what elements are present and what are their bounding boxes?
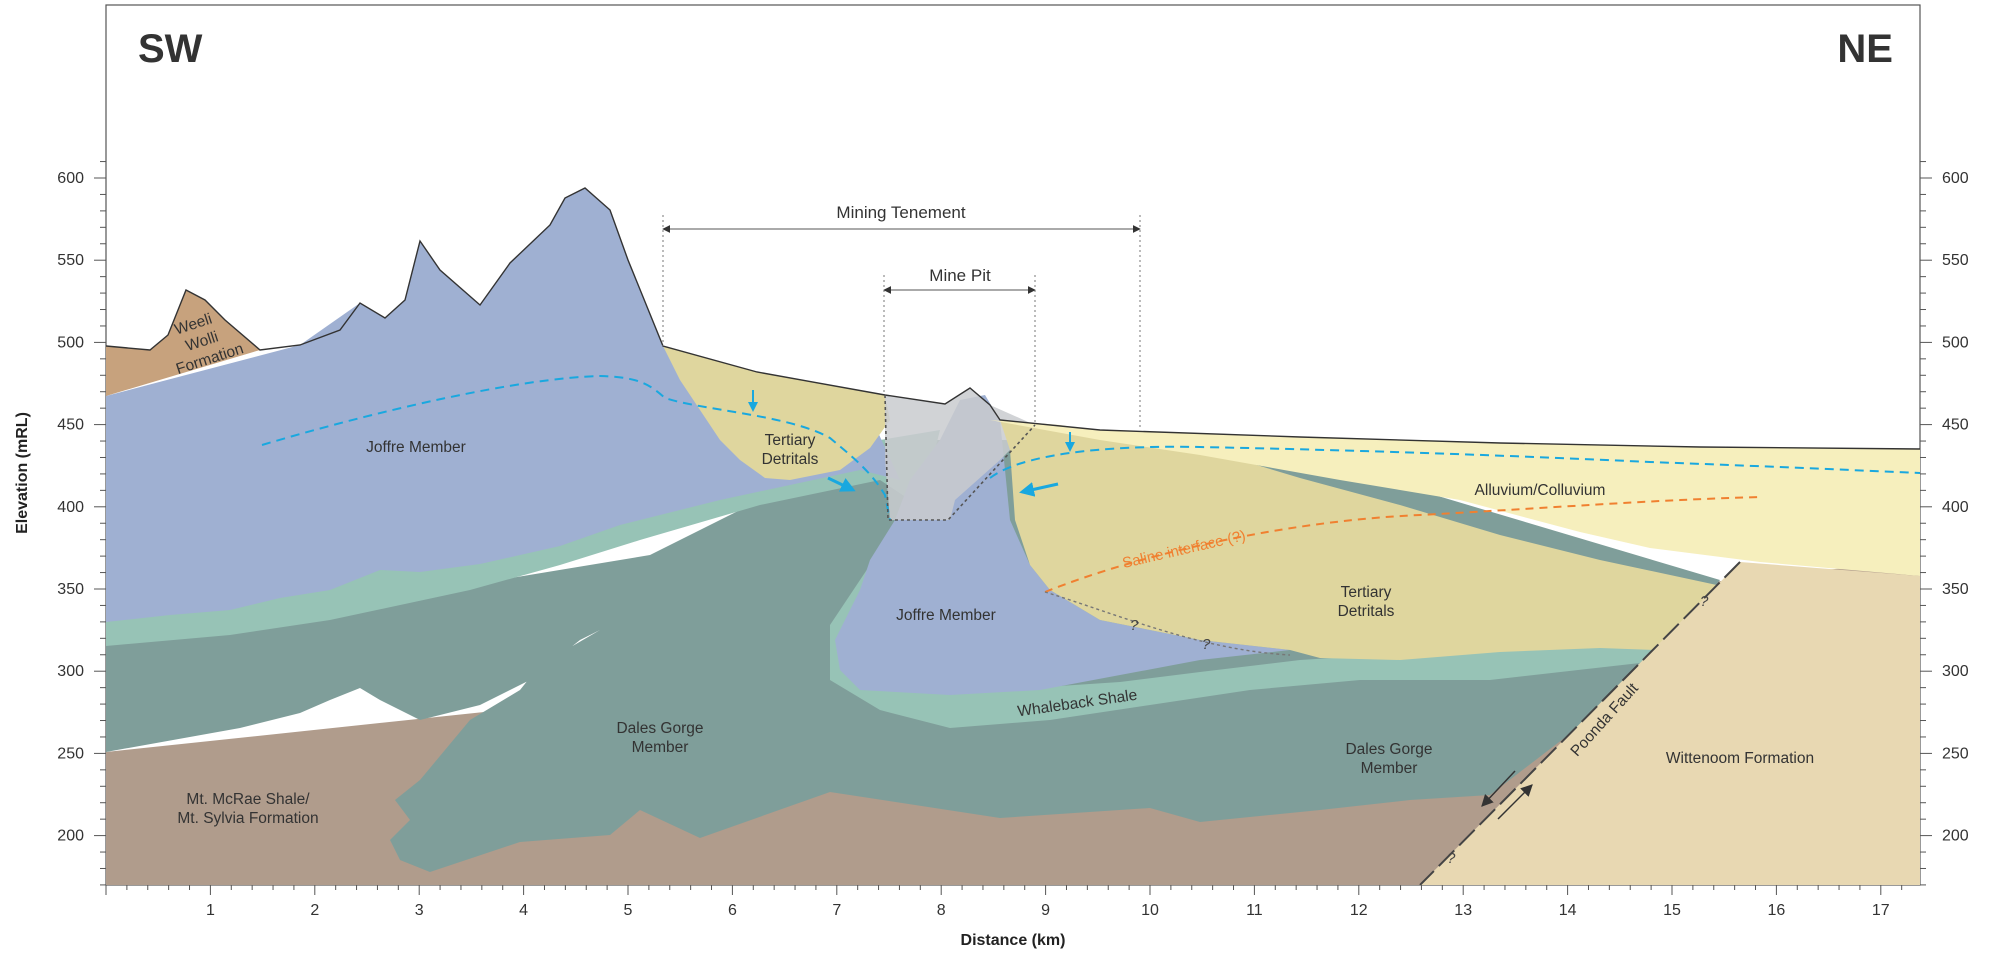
- x-tick-label: 6: [728, 902, 737, 919]
- x-tick-label: 2: [310, 902, 319, 919]
- uncertain-mark-1: ?: [1130, 617, 1139, 634]
- x-tick-label: 12: [1350, 902, 1368, 919]
- x-tick-label: 17: [1872, 902, 1890, 919]
- x-tick-label: 1: [206, 902, 215, 919]
- y-tick-label-left: 450: [57, 417, 84, 434]
- wittenoom-formation-layer: [1420, 562, 1920, 885]
- mine-pit-outline: [884, 394, 1036, 521]
- direction-sw-label: SW: [138, 27, 203, 71]
- y-tick-label-left: 250: [57, 745, 84, 762]
- tertiary-detritals-east: [1000, 420, 1740, 660]
- y-tick-label-left: 400: [57, 499, 84, 516]
- fault-arrow-up: [1497, 784, 1533, 820]
- y-axis-left: 600 550 500 450 400 350 300 250 200: [57, 161, 106, 886]
- ground-surface-line: [106, 187, 1920, 450]
- y-tick-label-right: 600: [1942, 170, 1969, 187]
- joffre-member-central-label: Joffre Member: [896, 607, 996, 624]
- saline-interface-line: [1044, 496, 1761, 593]
- y-tick-label-right: 350: [1942, 581, 1969, 598]
- uncertain-mark-4: ?: [1447, 850, 1456, 867]
- mcrae-shale-label-2: Mt. Sylvia Formation: [177, 810, 318, 827]
- water-table-west: [261, 374, 891, 521]
- alluvium-colluvium-label: Alluvium/Colluvium: [1475, 482, 1606, 499]
- y-tick-label-right: 300: [1942, 663, 1969, 680]
- flow-arrow-east: [1019, 482, 1059, 497]
- y-tick-label-right: 250: [1942, 745, 1969, 762]
- joffre-member-west-label: Joffre Member: [366, 439, 466, 456]
- y-tick-label-right: 550: [1942, 252, 1969, 269]
- y-tick-label-right: 200: [1942, 828, 1969, 845]
- dales-gorge-west-label-2: Member: [632, 739, 689, 756]
- x-tick-label: 11: [1246, 902, 1263, 919]
- whaleback-shale-layer: [106, 430, 1660, 728]
- y-tick-label-left: 200: [57, 828, 84, 845]
- y-tick-label-left: 550: [57, 252, 84, 269]
- direction-ne-label: NE: [1837, 27, 1893, 71]
- y-tick-label-left: 600: [57, 170, 84, 187]
- tertiary-detritals-west: [663, 346, 890, 480]
- y-axis-right: 600 550 500 450 400 350 300 250 200: [1920, 161, 1969, 886]
- mining-tenement-label: Mining Tenement: [836, 203, 965, 222]
- tertiary-west-label-1: Tertiary: [765, 432, 816, 449]
- x-axis-title: Distance (km): [961, 932, 1066, 949]
- x-tick-label: 14: [1559, 902, 1577, 919]
- y-axis-title: Elevation (mRL): [14, 412, 31, 534]
- geology-layers: [106, 187, 1920, 885]
- x-tick-label: 4: [519, 902, 528, 919]
- x-tick-label: 9: [1041, 902, 1050, 919]
- x-tick-label: 13: [1454, 902, 1472, 919]
- tertiary-east-label-2: Detritals: [1338, 603, 1395, 620]
- water-table-east: [989, 445, 1920, 479]
- dales-gorge-west-label-1: Dales Gorge: [616, 720, 703, 737]
- y-tick-label-left: 300: [57, 663, 84, 680]
- dales-gorge-east-label-2: Member: [1361, 760, 1418, 777]
- x-tick-label: 7: [832, 902, 841, 919]
- x-tick-label: 3: [415, 902, 424, 919]
- x-tick-label: 16: [1768, 902, 1786, 919]
- tertiary-west-label-2: Detritals: [762, 451, 819, 468]
- y-tick-label-right: 500: [1942, 334, 1969, 351]
- alluvium-colluvium-layer: [990, 420, 1920, 576]
- mine-pit-label: Mine Pit: [929, 266, 991, 285]
- fault-arrow-down: [1481, 770, 1516, 807]
- tertiary-east-label-1: Tertiary: [1341, 584, 1392, 601]
- poonda-fault-line: [1419, 561, 1741, 885]
- x-tick-label: 15: [1663, 902, 1681, 919]
- y-tick-label-right: 400: [1942, 499, 1969, 516]
- dales-gorge-east-label-1: Dales Gorge: [1345, 741, 1432, 758]
- mcrae-shale-label-1: Mt. McRae Shale/: [186, 791, 310, 808]
- x-tick-label: 8: [937, 902, 946, 919]
- y-tick-label-left: 350: [57, 581, 84, 598]
- x-tick-label: 10: [1141, 902, 1159, 919]
- flow-arrow-west: [827, 476, 856, 492]
- wittenoom-formation-label: Wittenoom Formation: [1666, 750, 1814, 767]
- y-tick-label-right: 450: [1942, 417, 1969, 434]
- x-tick-label: 5: [624, 902, 633, 919]
- joffre-member-west: [106, 188, 900, 622]
- y-tick-label-left: 500: [57, 334, 84, 351]
- tertiary-east-boundary-dotted: [1044, 591, 1291, 656]
- uncertain-mark-3: ?: [1700, 593, 1709, 610]
- uncertain-mark-2: ?: [1202, 636, 1211, 653]
